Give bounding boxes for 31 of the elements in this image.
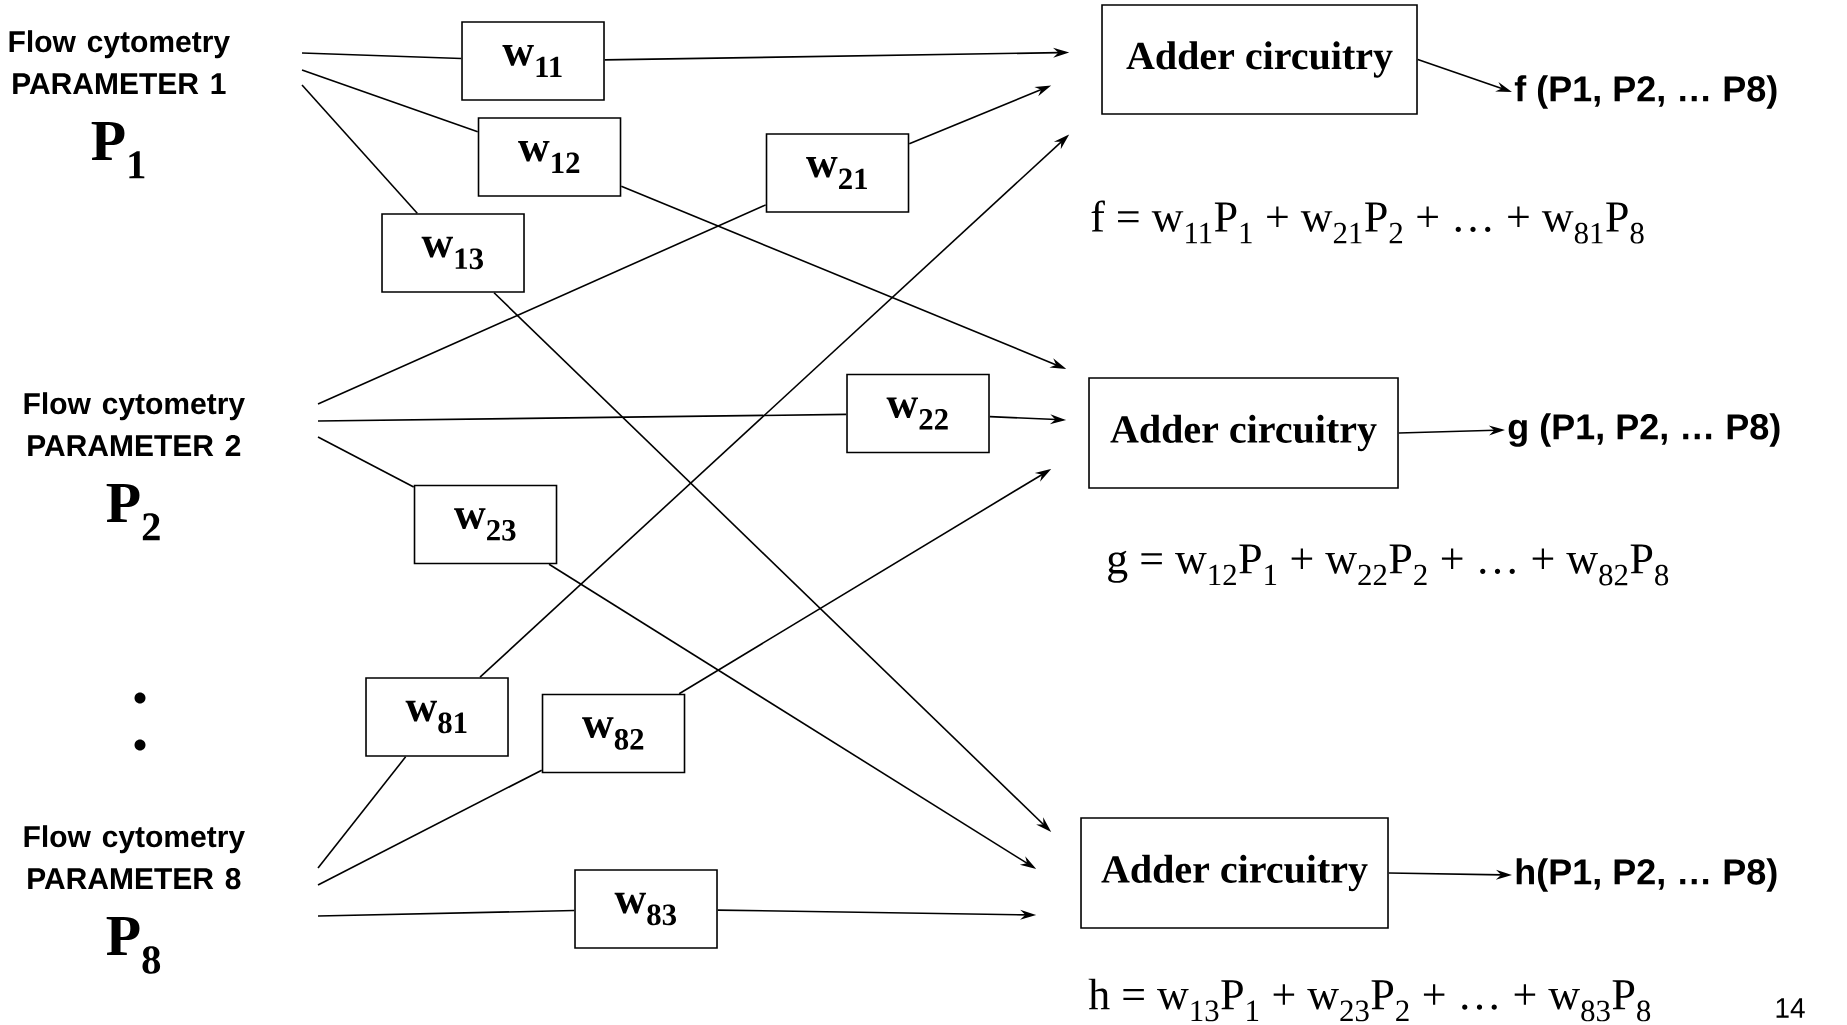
input-label: Flow cytometry PARAMETER 8 P$_{8}$ [24,825,245,974]
output-label: h(P1, P2, … P8) [1516,858,1777,892]
input-label: Flow cytometry PARAMETER 2 P$_{2}$ [24,392,245,541]
equation: g = w$_{12}$P$_{1}$ + w$_{22}$P$_{2}$ + … + w$_{82}$P$_{8}$ [1108,544,1669,586]
connector-line [317,436,415,488]
weight-box: w$_{21}$ [765,133,910,213]
connector-line [317,909,575,917]
connector-line [317,413,847,422]
weight-box: w$_{22}$ [846,373,990,454]
adder-box: Adder circuitry [1101,4,1418,115]
output-label: f (P1, P2, … P8) [1514,75,1777,109]
equation: h = w$_{13}$P$_{1}$ + w$_{23}$P$_{2}$ + … + w$_{83}$P$_{8}$ [1088,978,1651,1022]
connector-line [301,69,479,133]
connector-line [317,769,543,886]
equation: f = w$_{11}$P$_{1}$ + w$_{21}$P$_{2}$ + … + w$_{81}$P$_{8}$ [1091,200,1644,244]
connector-line [301,52,462,60]
adder-box: Adder circuitry [1088,377,1399,489]
weight-box: w$_{81}$ [365,677,509,757]
page-number: 14 [1776,998,1805,1018]
connector-line [317,756,407,869]
weight-box: w$_{23}$ [413,484,558,565]
input-label: Flow cytometry PARAMETER 1 P$_{1}$ [9,30,230,179]
connector-line [301,84,419,214]
weight-box: w$_{12}$ [477,117,622,197]
weight-box: w$_{13}$ [381,213,525,293]
output-label: g (P1, P2, … P8) [1508,413,1780,447]
adder-box: Adder circuitry [1080,817,1389,929]
weight-box: w$_{11}$ [461,21,605,101]
weight-box: w$_{83}$ [574,869,718,949]
connector-line [317,204,767,405]
weight-box: w$_{82}$ [541,693,686,774]
